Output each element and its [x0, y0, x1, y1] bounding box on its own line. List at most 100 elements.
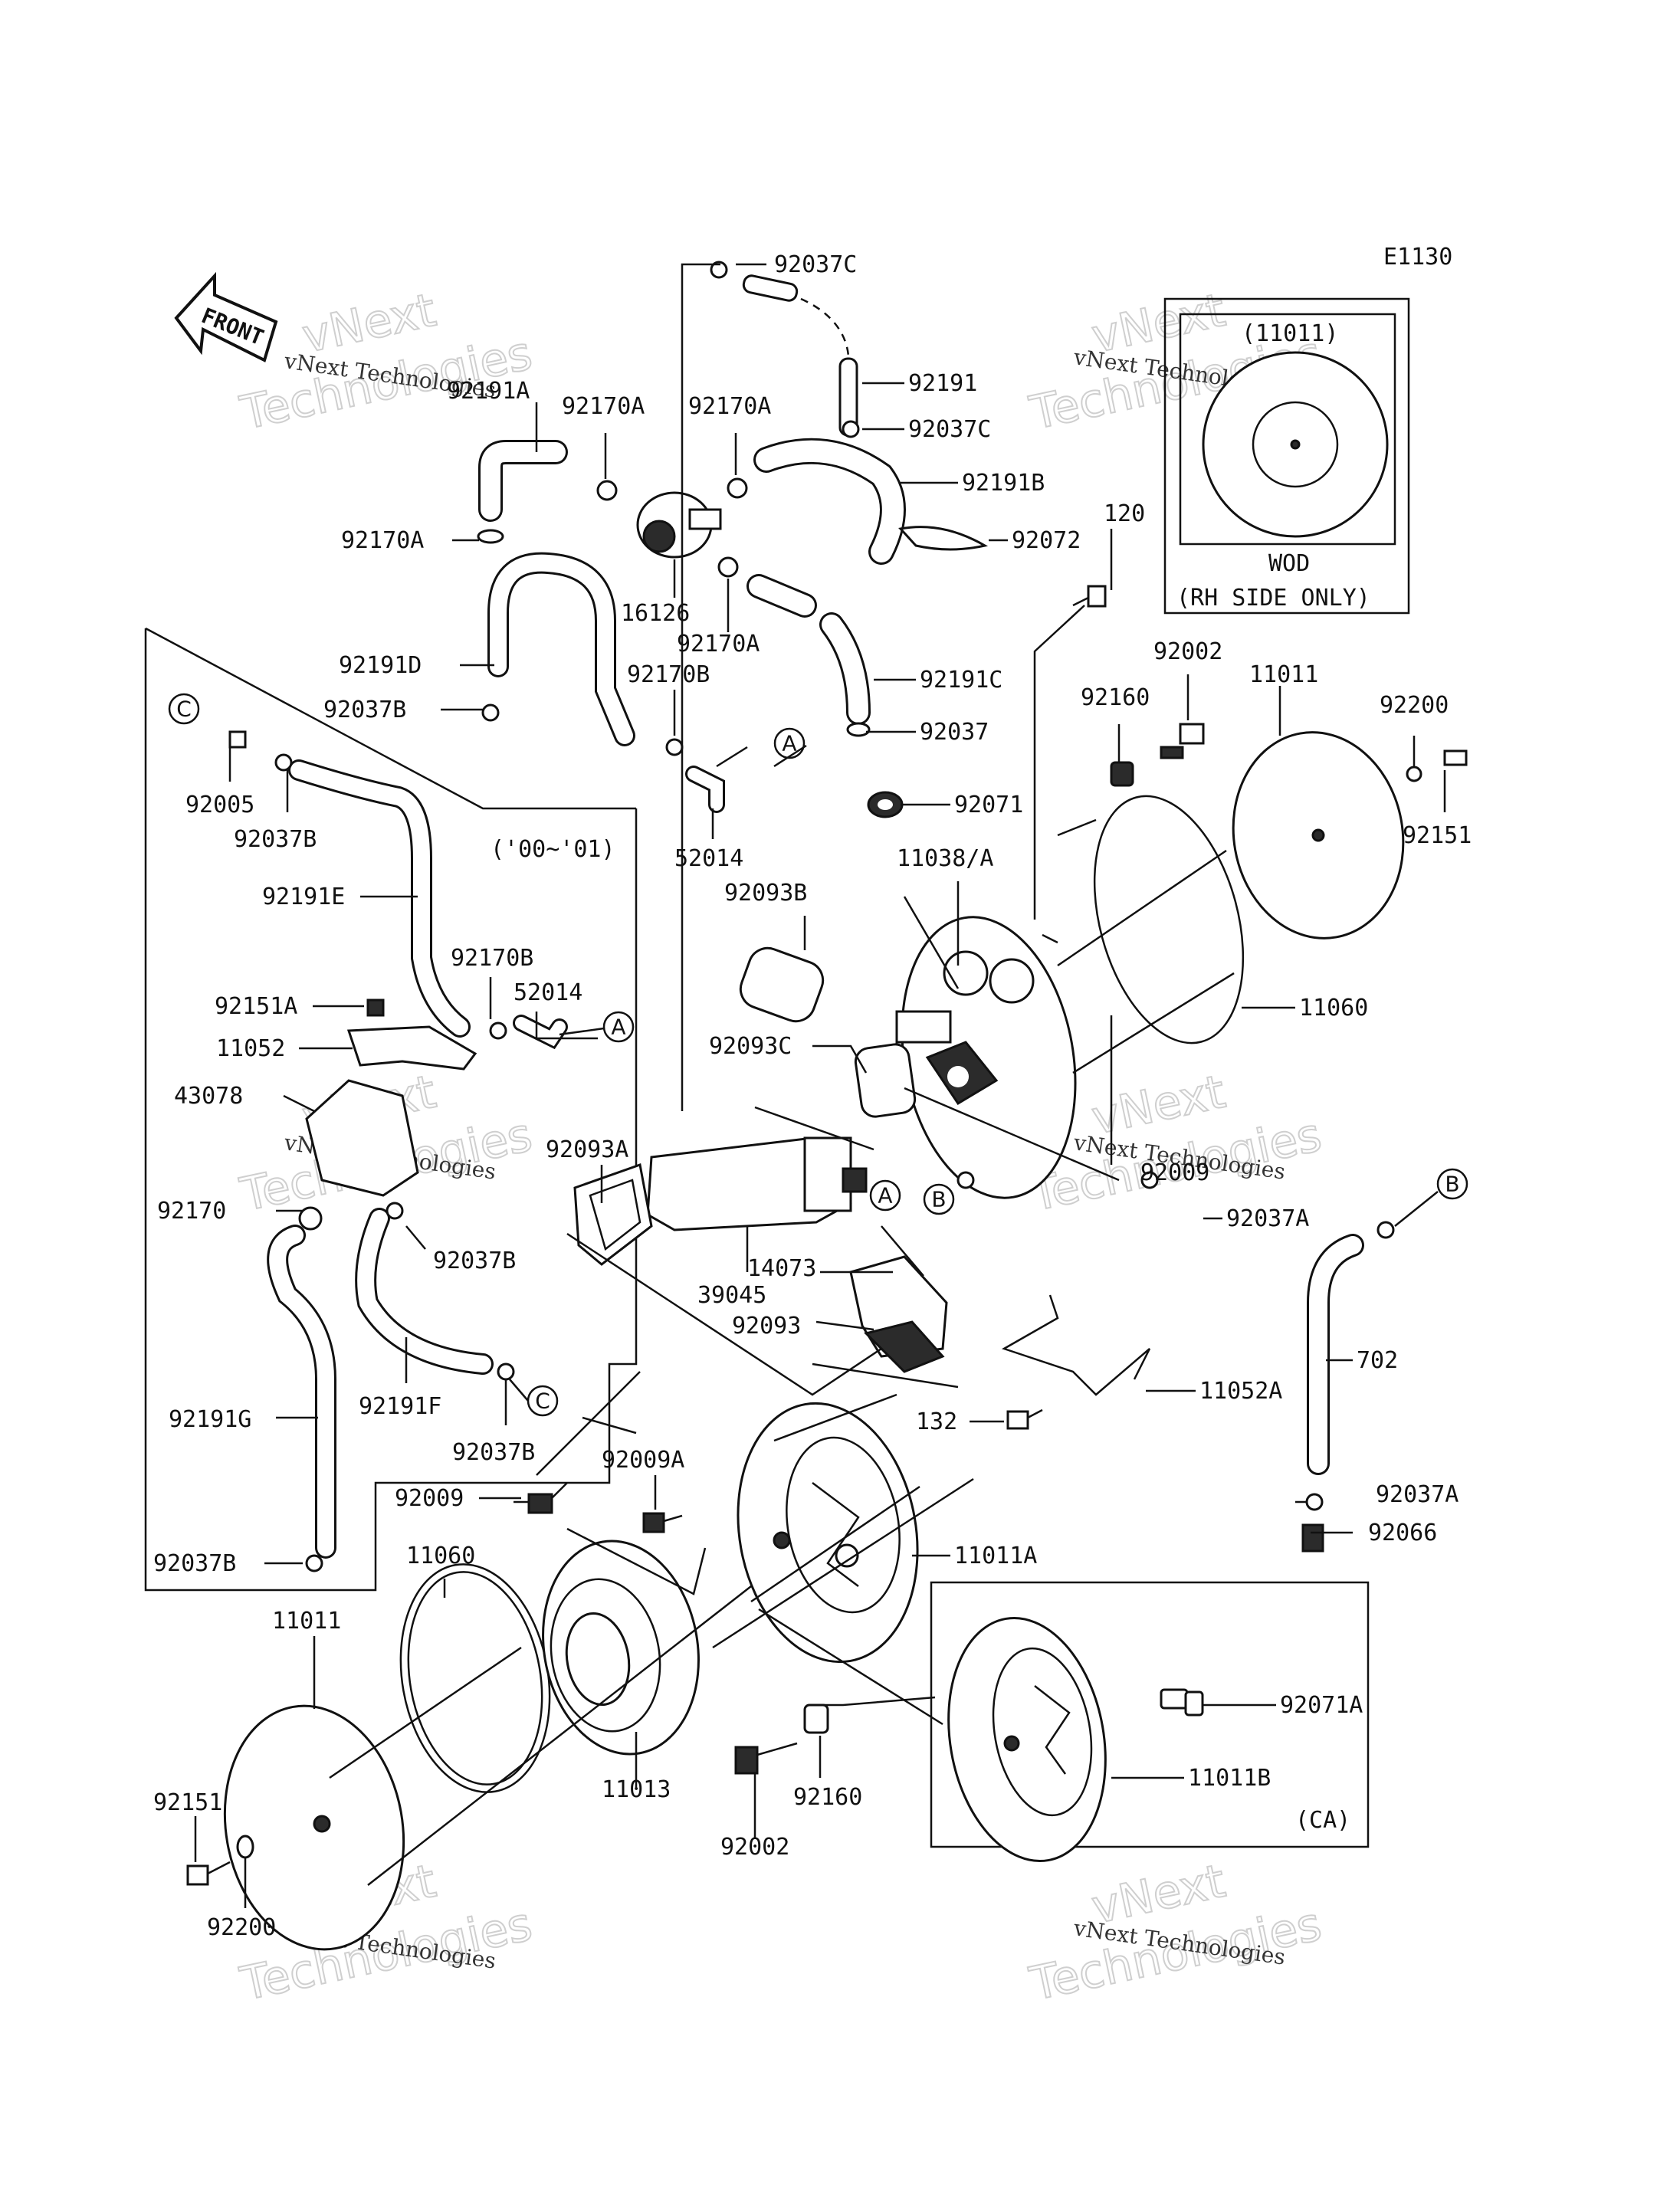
- hose-92191E-icon: [288, 759, 471, 1038]
- part-label-92009: 92009: [395, 1485, 464, 1512]
- clamp-icon: [956, 1171, 975, 1189]
- bracket-11052-icon: [346, 1025, 477, 1071]
- part-label-11060: 11060: [1299, 995, 1368, 1021]
- backplate-bracket: [895, 1010, 952, 1044]
- part-label-39045: 39045: [697, 1282, 766, 1309]
- part-label-92093A: 92093A: [546, 1136, 628, 1163]
- ref-markers: A A A B B C C: [168, 693, 1468, 1417]
- clamp-icon: [305, 1554, 323, 1572]
- svg-text:A: A: [878, 1183, 892, 1208]
- part-label-92071: 92071: [954, 792, 1023, 818]
- part-label-11052A: 11052A: [1199, 1378, 1282, 1405]
- duct-39045-icon: [646, 1136, 868, 1231]
- inset-outline-top: [145, 627, 636, 810]
- hose-702-icon: [1307, 1234, 1364, 1475]
- clamp-icon: [228, 730, 247, 749]
- part-label-92037A: 92037A: [1226, 1205, 1309, 1232]
- part-label-92170A: 92170A: [677, 631, 760, 657]
- hose-upper: [742, 274, 799, 302]
- part-label-92191F: 92191F: [359, 1393, 441, 1420]
- leader-lines: [194, 263, 1446, 1908]
- housing-ring: [947, 1616, 1107, 1863]
- inset-frame: [930, 1581, 1370, 1848]
- housing-ribs: [1034, 1685, 1071, 1775]
- ref-marker-b: B: [1436, 1168, 1468, 1200]
- part-label-92191: 92191: [908, 370, 977, 397]
- hose-92191D-icon: [487, 552, 635, 746]
- part-label-92170: 92170: [157, 1198, 226, 1225]
- fitting-elbow: [1184, 1690, 1204, 1717]
- part-label-92037B: 92037B: [452, 1439, 535, 1466]
- inset-outer-frame: [1163, 297, 1410, 615]
- part-label-92170B: 92170B: [451, 945, 533, 972]
- clamp-icon: [274, 753, 293, 772]
- part-label-132: 132: [916, 1408, 957, 1435]
- ref-marker-b: B: [923, 1183, 955, 1215]
- part-label-92200: 92200: [1380, 692, 1449, 719]
- hose-92191-icon: [742, 274, 858, 437]
- backplate-port-1: [943, 950, 989, 996]
- part-label-92191D: 92191D: [339, 652, 422, 679]
- clamp-icon: [386, 1202, 404, 1220]
- part-label-92037A: 92037A: [1376, 1481, 1459, 1508]
- clamp-icon: [497, 1362, 515, 1381]
- svg-text:A: A: [611, 1015, 625, 1040]
- part-label-11011: 11011: [272, 1608, 341, 1635]
- clamp-icon: [596, 480, 618, 501]
- fitting-body: [1160, 1688, 1189, 1710]
- part-label-92160: 92160: [793, 1784, 862, 1811]
- filter-pleats: [550, 1578, 661, 1733]
- part-label-11038A: 11038/A: [897, 845, 993, 872]
- part-label-92072: 92072: [1012, 527, 1081, 554]
- part-label-92037B: 92037B: [234, 826, 317, 853]
- spacer-92160-lower-icon: [803, 1703, 829, 1734]
- bracket-11052A-icon: [1001, 1294, 1151, 1396]
- grommet-92071-icon: [867, 791, 904, 818]
- part-label-92037B: 92037B: [323, 697, 406, 723]
- inset-caption-line1: WOD: [1268, 550, 1310, 577]
- inset-region: (CA): [1295, 1807, 1350, 1834]
- cover-11011-lower-icon: [223, 1704, 405, 1951]
- part-label-92191E: 92191E: [262, 884, 345, 910]
- gasket-92093B-icon: [739, 946, 825, 1023]
- fitting-52014-inset-icon: [513, 1015, 568, 1050]
- bolt-132-icon: [1006, 1408, 1043, 1430]
- clamp-icon: [665, 738, 684, 756]
- valve-port: [642, 520, 676, 553]
- part-label-92170A: 92170A: [688, 393, 771, 420]
- housing-ring: [737, 1402, 919, 1664]
- part-label-92151: 92151: [1403, 822, 1472, 849]
- bolt-92009A-icon: [642, 1512, 683, 1533]
- hose-phantom-link: [800, 297, 850, 357]
- diagram-code: E1130: [1383, 244, 1452, 271]
- wod-filter-cover-icon: [1202, 351, 1389, 538]
- part-label-43078: 43078: [174, 1083, 243, 1110]
- filter-11013-icon: [542, 1540, 700, 1756]
- housing-11011A-icon: [737, 1402, 919, 1664]
- part-label-92170B: 92170B: [627, 661, 710, 688]
- clamp-icon: [477, 529, 504, 544]
- gasket-92093C-icon: [854, 1043, 917, 1118]
- watermark-bottom-right: vNext Technologies vNext Technologies: [1025, 1854, 1327, 2012]
- valve-nozzle: [688, 508, 722, 530]
- duct-tip: [842, 1167, 868, 1193]
- part-label-92093: 92093: [732, 1313, 801, 1340]
- inset-left: ('00~'01): [144, 627, 638, 1592]
- clamp-icon: [481, 703, 500, 722]
- hose-92191B-icon: [753, 438, 906, 565]
- inset-years: ('00~'01): [491, 836, 615, 863]
- valve-16126-icon: [636, 491, 722, 559]
- part-label-92071A: 92071A: [1280, 1692, 1363, 1719]
- gasket-92093A-icon: [573, 1163, 653, 1266]
- part-label-11011B: 11011B: [1188, 1765, 1271, 1792]
- part-label-11060: 11060: [406, 1543, 475, 1569]
- watermark-top-left: vNext Technologies vNext Technologies: [235, 283, 538, 441]
- part-label-11013: 11013: [602, 1776, 671, 1803]
- part-label-92009A: 92009A: [602, 1447, 684, 1474]
- part-label-92170A: 92170A: [341, 527, 424, 554]
- inset-part-ref: (11011): [1242, 320, 1338, 347]
- part-label-92093B: 92093B: [724, 880, 807, 907]
- svg-text:B: B: [931, 1187, 946, 1212]
